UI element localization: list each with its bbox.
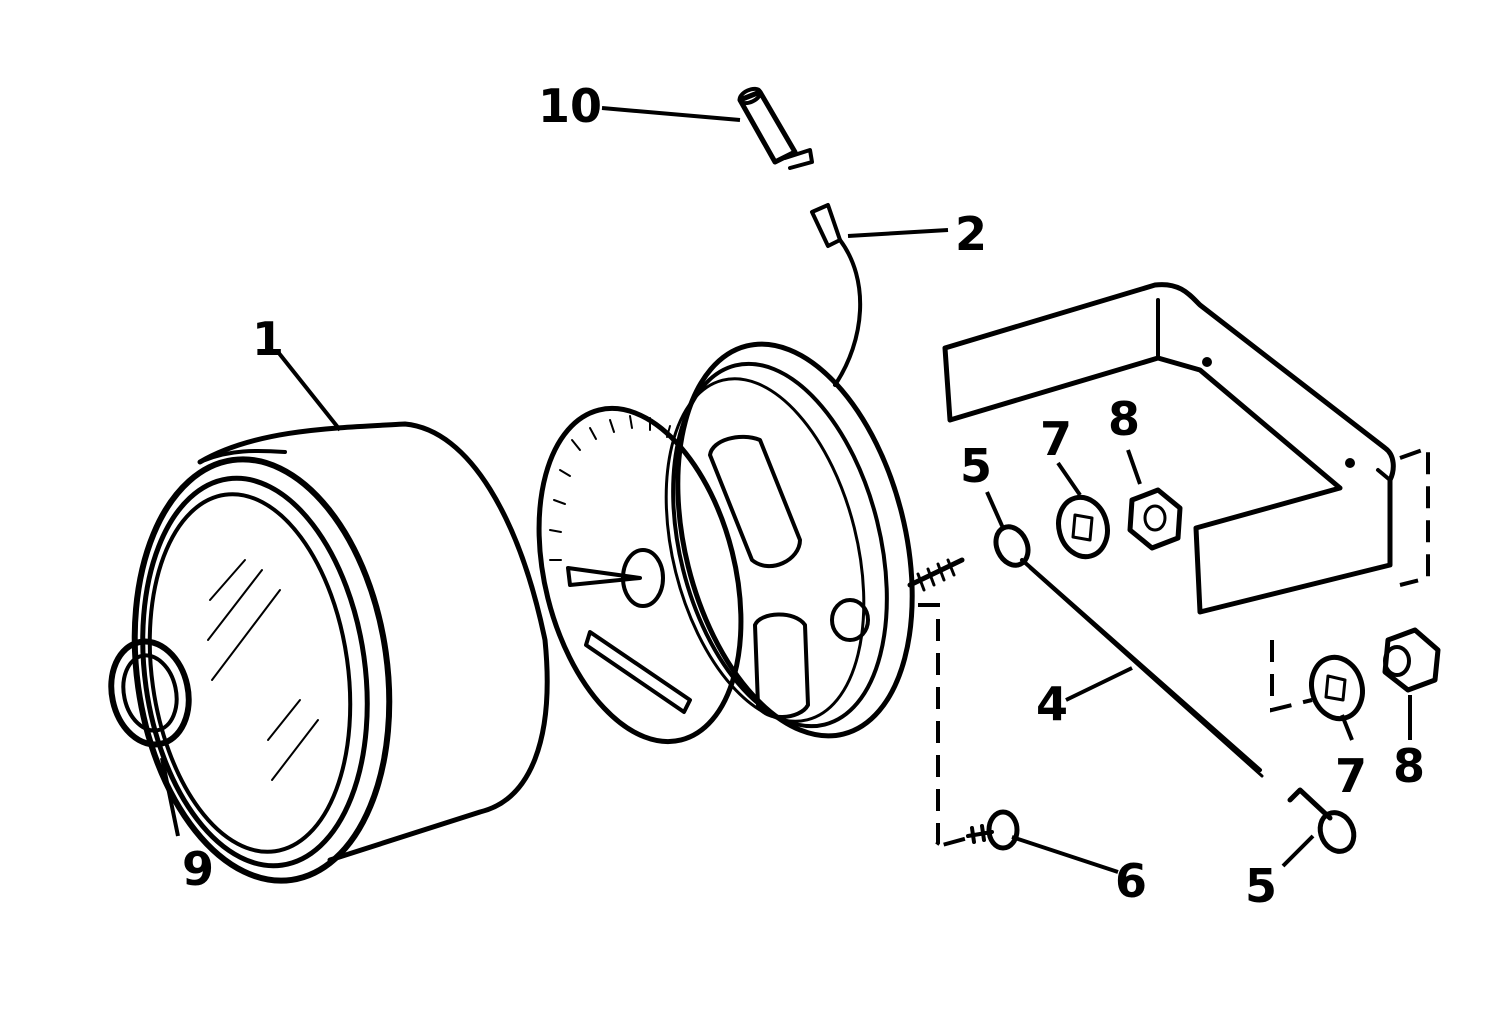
coil-cylinder-upper [708, 434, 802, 568]
gauge-case [131, 421, 550, 884]
pin-part [737, 86, 814, 170]
lock-washer-upper [1056, 494, 1110, 560]
gauge-movement [536, 341, 915, 745]
leader-lines [160, 106, 1412, 874]
dial-face [536, 405, 744, 745]
callout-8-upper: 8 [1108, 392, 1140, 446]
ring-terminal-lower [1287, 787, 1357, 854]
callout-5-upper: 5 [960, 439, 992, 493]
callout-2: 2 [955, 207, 987, 261]
callout-1: 1 [252, 312, 284, 366]
lock-washer-lower [1309, 654, 1365, 722]
threaded-stud [907, 557, 965, 592]
callout-9: 9 [182, 842, 214, 896]
dial-pointer [566, 566, 642, 587]
assembly-dashed-lines [918, 445, 1430, 851]
dial-ticks [549, 415, 671, 561]
mounting-bracket [942, 282, 1396, 615]
socket-wire [810, 203, 863, 387]
hex-nut-upper [1127, 487, 1183, 551]
coil-cylinder-lower [753, 612, 810, 719]
glass-reflection [207, 559, 319, 781]
ground-wire [993, 524, 1264, 778]
callout-7-lower: 7 [1335, 749, 1367, 803]
callout-10: 10 [538, 79, 602, 133]
terminal-post [830, 598, 870, 642]
screw-part [966, 809, 1020, 851]
callout-8-lower: 8 [1393, 739, 1425, 793]
callout-4: 4 [1036, 677, 1068, 731]
callout-7-upper: 7 [1040, 412, 1072, 466]
callout-5-lower: 5 [1245, 859, 1277, 913]
callout-6: 6 [1115, 854, 1147, 908]
grommet-part [108, 638, 192, 748]
dial-slot [584, 630, 692, 714]
hex-nut-lower [1382, 627, 1441, 693]
